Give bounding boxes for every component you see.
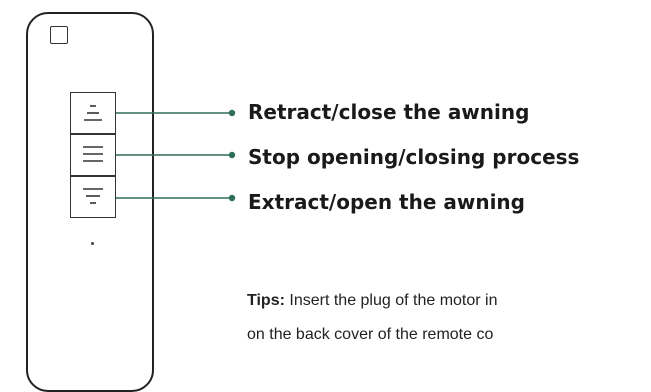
retract-label: Retract/close the awning	[248, 100, 530, 124]
extract-label: Extract/open the awning	[248, 190, 525, 214]
extract-down-icon	[83, 188, 103, 204]
leader-dot-stop	[228, 151, 236, 159]
stop-lines-icon	[83, 146, 103, 162]
tips-line-1: Tips: Insert the plug of the motor in	[247, 284, 498, 318]
tips-text: Tips: Insert the plug of the motor in on…	[247, 284, 498, 352]
tips-prefix: Tips:	[247, 292, 285, 309]
stop-label: Stop opening/closing process	[248, 145, 580, 169]
tips-line-2: on the back cover of the remote co	[247, 326, 494, 343]
retract-up-icon	[84, 105, 102, 121]
stop-button[interactable]	[70, 134, 116, 176]
retract-button[interactable]	[70, 92, 116, 134]
reset-pinhole	[91, 242, 94, 245]
extract-button[interactable]	[70, 176, 116, 218]
leader-dot-retract	[228, 109, 236, 117]
tips-line-1-text: Insert the plug of the motor in	[284, 292, 498, 309]
leader-dot-extract	[228, 194, 236, 202]
indicator-light-icon	[50, 26, 68, 44]
